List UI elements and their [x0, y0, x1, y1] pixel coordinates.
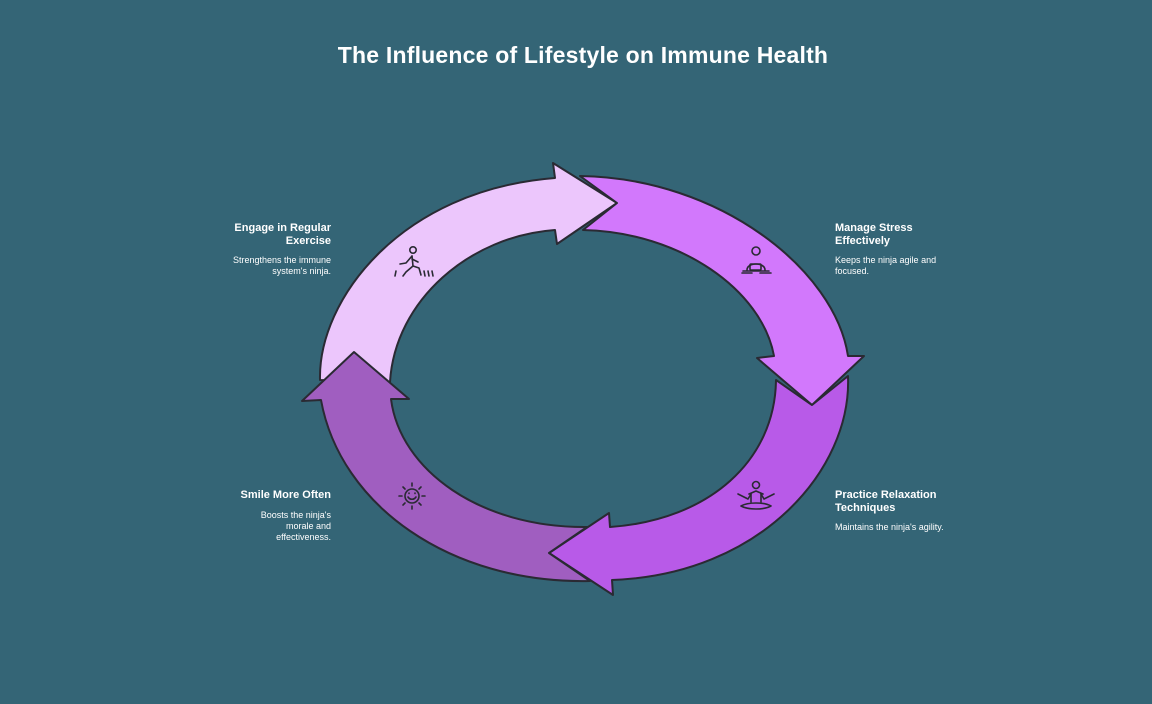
step-relaxation-description: Maintains the ninja's agility. — [835, 522, 944, 532]
step-smile-heading: Smile More Often — [240, 489, 331, 501]
step-relaxation-heading: Practice Relaxation Techniques — [835, 489, 937, 514]
diagram-title: The Influence of Lifestyle on Immune Hea… — [337, 42, 829, 68]
step-exercise-description: Strengthens the immune system's ninja. — [232, 255, 331, 276]
step-stress-description: Keeps the ninja agile and focused. — [835, 255, 937, 276]
segment-relaxation — [548, 375, 850, 596]
step-stress-heading: Manage Stress Effectively — [835, 222, 913, 247]
person-stress-icon — [741, 246, 772, 274]
segment-exercise — [318, 162, 618, 383]
segment-stress — [579, 175, 865, 406]
smiling-sun-icon — [398, 482, 426, 510]
step-stress: Manage Stress Effectively Keeps the ninj… — [835, 222, 985, 277]
meditation-icon — [737, 480, 775, 510]
step-exercise-heading: Engage in Regular Exercise — [234, 222, 331, 247]
walking-person-icon — [394, 246, 434, 277]
step-relaxation: Practice Relaxation Techniques Maintains… — [835, 489, 985, 533]
segment-smile — [301, 351, 591, 583]
step-smile: Smile More Often Boosts the ninja's mora… — [181, 489, 331, 543]
step-exercise: Engage in Regular Exercise Strengthens t… — [181, 222, 331, 277]
step-smile-description: Boosts the ninja's morale and effectiven… — [260, 509, 331, 542]
